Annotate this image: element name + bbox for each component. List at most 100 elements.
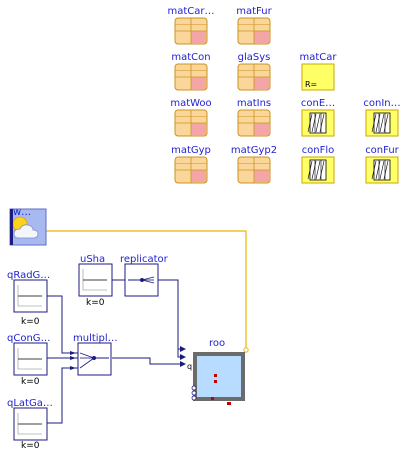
replicator-out-a — [141, 276, 155, 281]
record-label: conFur — [365, 145, 399, 156]
room-marker-1 — [214, 374, 217, 377]
record-matIns[interactable]: matIns — [237, 98, 271, 137]
room-label: roo — [209, 338, 225, 349]
room-qgai-port[interactable] — [180, 361, 186, 367]
record-icon-cell — [191, 31, 206, 43]
multiplex-in-c — [79, 357, 95, 369]
record-label: matWoo — [170, 98, 211, 109]
wire-qrad-mux[interactable] — [47, 295, 78, 354]
room-block[interactable]: roo q — [180, 338, 245, 405]
record-param: R= — [305, 80, 317, 89]
layer-hatch — [379, 113, 385, 133]
qrad-param: k=0 — [21, 317, 40, 327]
multiplex-in-a — [79, 352, 95, 359]
record-conFlo[interactable]: conFlo — [301, 145, 335, 184]
record-conIntWal[interactable]: conIn… — [363, 98, 401, 137]
record-matGyp2[interactable]: matGyp2 — [231, 145, 277, 184]
qlat-block[interactable]: qLatGa… k=0 — [7, 398, 53, 451]
record-conExt[interactable]: conE… — [301, 98, 335, 137]
record-matCarTra[interactable]: matCar… — [167, 6, 215, 45]
record-label: matCar — [299, 52, 337, 63]
cloud-icon — [13, 224, 39, 239]
record-icon — [301, 63, 335, 91]
record-matFur[interactable]: matFur — [236, 6, 273, 45]
multiplex-port-2[interactable] — [70, 356, 76, 360]
record-matGyp[interactable]: matGyp — [171, 145, 211, 184]
room-marker-4 — [227, 402, 231, 405]
usha-label: uSha — [80, 254, 105, 265]
multiplex-box — [77, 342, 112, 376]
usha-axes — [82, 269, 107, 291]
room-interior — [197, 356, 241, 397]
qrad-label: qRadG… — [7, 270, 50, 281]
layer-hatch — [315, 160, 321, 180]
record-label: matIns — [237, 98, 271, 109]
layer-hatch — [383, 113, 389, 133]
record-matCon[interactable]: matCon — [171, 52, 211, 91]
layer-hatch — [319, 160, 325, 180]
layer-hatch — [375, 160, 381, 180]
record-icon-cell — [191, 170, 206, 182]
weather-label: w… — [13, 207, 31, 218]
qrad-block[interactable]: qRadG… k=0 — [7, 270, 50, 327]
record-label: conFlo — [302, 145, 335, 156]
record-icon-cell — [191, 77, 206, 89]
room-marker-2 — [214, 380, 217, 383]
layer-hatch — [319, 113, 325, 133]
qrad-axes — [17, 285, 42, 307]
qcon-block[interactable]: qConG… k=0 — [7, 333, 51, 387]
wire-mux-room[interactable] — [112, 357, 182, 365]
replicator-label: replicator — [120, 254, 169, 265]
record-label: matFur — [236, 6, 272, 17]
layer-hatch — [307, 160, 313, 180]
replicator-block[interactable]: replicator — [120, 254, 169, 297]
wire-rep-room[interactable] — [158, 279, 182, 350]
qlat-label: qLatGa… — [7, 398, 53, 409]
record-icon-cell — [254, 77, 269, 89]
usha-block[interactable]: uSha k=0 — [78, 254, 113, 308]
layer-hatch — [371, 113, 377, 133]
qcon-label: qConG… — [7, 333, 51, 344]
layer-hatch — [371, 160, 377, 180]
qlat-axes — [17, 413, 42, 435]
multiplex-port-1[interactable] — [70, 351, 76, 355]
layer-hatch — [311, 160, 317, 180]
room-ushade-port-1[interactable] — [180, 346, 186, 352]
multiplex-port-3[interactable] — [70, 366, 76, 370]
record-icon-cell — [254, 123, 269, 135]
layer-hatch — [311, 113, 317, 133]
record-label: conE… — [301, 98, 335, 109]
record-label: matGyp2 — [231, 145, 277, 156]
weather-block[interactable]: w… — [9, 207, 47, 246]
room-fluid-port-1[interactable] — [191, 385, 197, 391]
multiplex-block[interactable]: multipl… — [70, 333, 118, 376]
weather-wire[interactable] — [46, 230, 247, 349]
wire-qlat-mux[interactable] — [47, 367, 78, 424]
layer-hatch — [315, 113, 321, 133]
record-glaSys[interactable]: glaSys — [237, 52, 271, 91]
usha-param: k=0 — [86, 298, 105, 308]
replicator-out-c — [141, 279, 155, 284]
weather-bus-bar — [10, 209, 13, 245]
multiplex-label: multipl… — [73, 333, 118, 344]
room-fluid-port-2[interactable] — [191, 390, 197, 396]
record-matWoo[interactable]: matWoo — [170, 98, 212, 137]
record-label: matCon — [171, 52, 210, 63]
room-port-label: q — [187, 362, 192, 371]
record-label: conIn… — [363, 98, 400, 109]
weather-port[interactable] — [243, 347, 249, 353]
layer-hatch — [379, 160, 385, 180]
record-icon-cell — [191, 123, 206, 135]
record-label: matCar… — [167, 6, 214, 17]
room-fluid-port-3[interactable] — [191, 395, 197, 401]
room-ushade-port-2[interactable] — [180, 354, 186, 360]
qlat-param: k=0 — [21, 441, 40, 451]
record-label: glaSys — [238, 52, 271, 63]
layer-hatch — [307, 113, 313, 133]
layer-hatch — [383, 160, 389, 180]
record-conFur[interactable]: conFur — [365, 145, 400, 184]
layer-hatch — [375, 113, 381, 133]
qcon-axes — [17, 348, 42, 370]
